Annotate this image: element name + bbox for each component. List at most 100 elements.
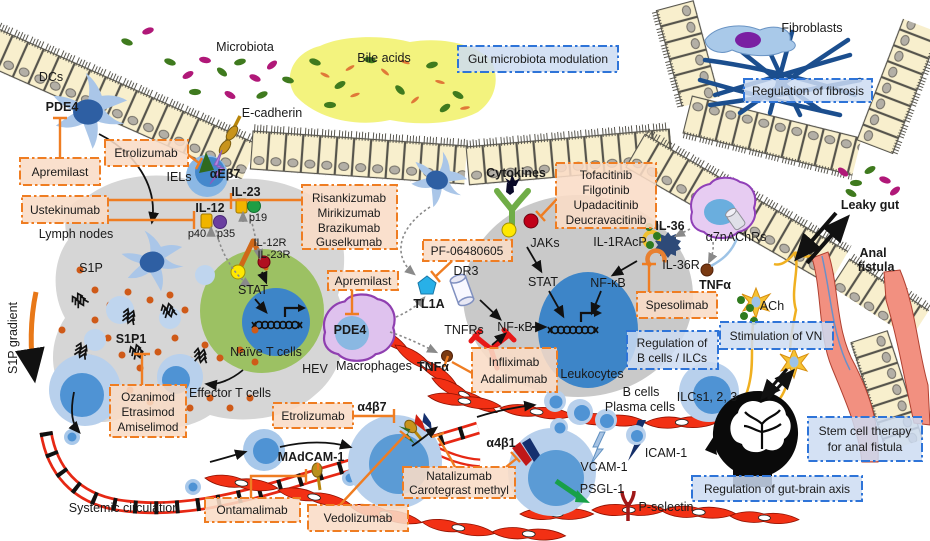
arrow-node-to-vessel [68, 391, 81, 435]
il36-label: IL-36 [655, 219, 684, 233]
arrow-tnfr-nfkb [491, 332, 508, 346]
aeb7-integrin [199, 149, 225, 185]
ilcs-label: ILCs1, 2, 3 [677, 390, 737, 404]
fibrosis-label: Regulation of fibrosis [752, 84, 864, 98]
stem-cell-label-2: for anal fistula [828, 440, 903, 454]
brazikumab-label: Brazikumab [318, 221, 381, 235]
leukocytes-label: Leukocytes [560, 367, 623, 381]
gut-microbiota-box [457, 45, 619, 73]
il23r-label: IL-23R [257, 249, 290, 261]
apremilast-box-2 [327, 270, 399, 291]
mirikizumab-label: Mirikizumab [318, 206, 381, 220]
p-selectin-receptor [620, 490, 636, 521]
b-ilcs-label-2: B cells / ILCs [637, 351, 707, 365]
ontamalimab-label: Ontamalimab [216, 503, 288, 517]
leaky-gut-arrow-in [794, 211, 838, 262]
gut-brain-label: Regulation of gut-brain axis [704, 482, 850, 496]
a4b1-integrin [512, 438, 540, 466]
cytokines-label: Cytokines [486, 166, 546, 180]
il12r-label: IL-12R [253, 237, 286, 249]
drug-boxes: Apremilast Etrolizumab Ustekinumab Risan… [19, 139, 718, 532]
inhibition-lines [53, 116, 656, 506]
iel-cell [186, 115, 242, 197]
apremilast-box-1-label: Apremilast [32, 165, 89, 179]
arrow-stat-dna [548, 290, 565, 319]
gut-brain-arrow-down [760, 368, 789, 401]
icam1-label: ICAM-1 [645, 446, 687, 460]
plasma-cells-label: Plasma cells [605, 400, 675, 414]
b-plasma-cells [544, 390, 646, 445]
ustekinumab-label: Ustekinumab [30, 203, 100, 217]
a4b1-label: α4β1 [486, 436, 515, 450]
etrolizumab-box-2-label: Etrolizumab [281, 409, 345, 423]
hev-label: HEV [302, 362, 328, 376]
icam1-receptor [628, 420, 646, 461]
spesolimab-label: Spesolimab [646, 298, 709, 312]
jak-yellow [501, 222, 517, 238]
jaks-label: JAKs [530, 236, 559, 250]
dotted-il23-receptor [249, 213, 263, 261]
p-selectin-label: P-selectin [639, 500, 694, 514]
tnfrs-label: TNFRs [444, 323, 484, 337]
il12-label: IL-12 [195, 201, 224, 215]
s1p-dots [58, 266, 259, 412]
tnfa-molecule-right [700, 263, 714, 277]
p40-label: p40 [188, 228, 206, 240]
stat-leuk-label: STAT [528, 275, 558, 289]
vedolizumab-label: Vedolizumab [324, 511, 393, 525]
bile-acids-label: Bile acids [357, 51, 411, 65]
tl1a-label: TL1A [413, 297, 444, 311]
arrow-receptor-stat [257, 270, 268, 285]
bile-bacteria [308, 55, 470, 114]
systemic-circulation-label: Systemic circulation [69, 501, 179, 515]
ontamalimab-box [204, 497, 301, 523]
epithelium-crypt-right [856, 18, 930, 156]
upadacitinib-label: Upadacitinib [574, 198, 639, 212]
nfkb-left-label: NF-κB [497, 320, 532, 334]
dr3-receptor [449, 273, 475, 307]
tnfa-right-label: TNFα [699, 278, 731, 292]
labels: DCs PDE4 Microbiota Bile acids E-cadheri… [6, 21, 900, 515]
concept-boxes: Gut microbiota modulation Regulation of … [457, 45, 923, 502]
epithelium-crypt-left [651, 0, 720, 108]
jak-inhibitors-box [555, 162, 657, 229]
spesolimab-box [636, 291, 718, 319]
vn-box [719, 321, 834, 350]
dcs-label: DCs [39, 70, 63, 84]
jak-red [523, 213, 539, 229]
arrow-stat-dna-naive [254, 298, 268, 315]
stat-naive-label: STAT [238, 283, 268, 297]
a7nachrs-label: α7nAChRs [706, 230, 767, 244]
fibroblast-nucleus [735, 32, 761, 48]
ustekinumab-box [21, 195, 109, 224]
arrow-jak-stat [526, 246, 543, 274]
aeb7-label: αEβ7 [210, 167, 241, 181]
infliximab-label: Infliximab [489, 355, 540, 369]
dr3-label: DR3 [453, 264, 478, 278]
dotted-mac-tnfa [389, 331, 439, 354]
natalizumab-label: Natalizumab [426, 469, 492, 483]
tnf-inhibitors-box [471, 347, 558, 393]
arrow-naive-to-effector [204, 369, 244, 391]
dotted-mac-tnfa-right [707, 241, 718, 265]
a4b7-label: α4β7 [357, 400, 386, 414]
cytokine-receptor [494, 174, 539, 238]
vedolizumab-box [307, 504, 409, 532]
ozanimod-label: Ozanimod [121, 390, 175, 404]
gut-microbiota-label: Gut microbiota modulation [468, 52, 608, 66]
iels-label: IELs [166, 170, 191, 184]
psgl1-receptor [554, 478, 590, 503]
arrow-leukocyte1-roll [411, 426, 439, 447]
macrophages-label: Macrophages [336, 359, 412, 373]
arrow-to-leukocyte2 [476, 400, 537, 418]
apremilast-box-2-label: Apremilast [335, 274, 392, 288]
natalizumab-box [402, 466, 516, 499]
guselkumab-label: Guselkumab [316, 235, 383, 249]
p35-label: p35 [217, 228, 235, 240]
lymph-nodes-label: Lymph nodes [39, 227, 114, 241]
fibroblasts-label: Fibroblasts [781, 21, 842, 35]
a7nachr-receptor [725, 207, 746, 231]
tofacitinib-label: Tofacitinib [580, 168, 633, 182]
stem-cell-box [807, 416, 923, 462]
il36r-receptor [645, 248, 667, 268]
